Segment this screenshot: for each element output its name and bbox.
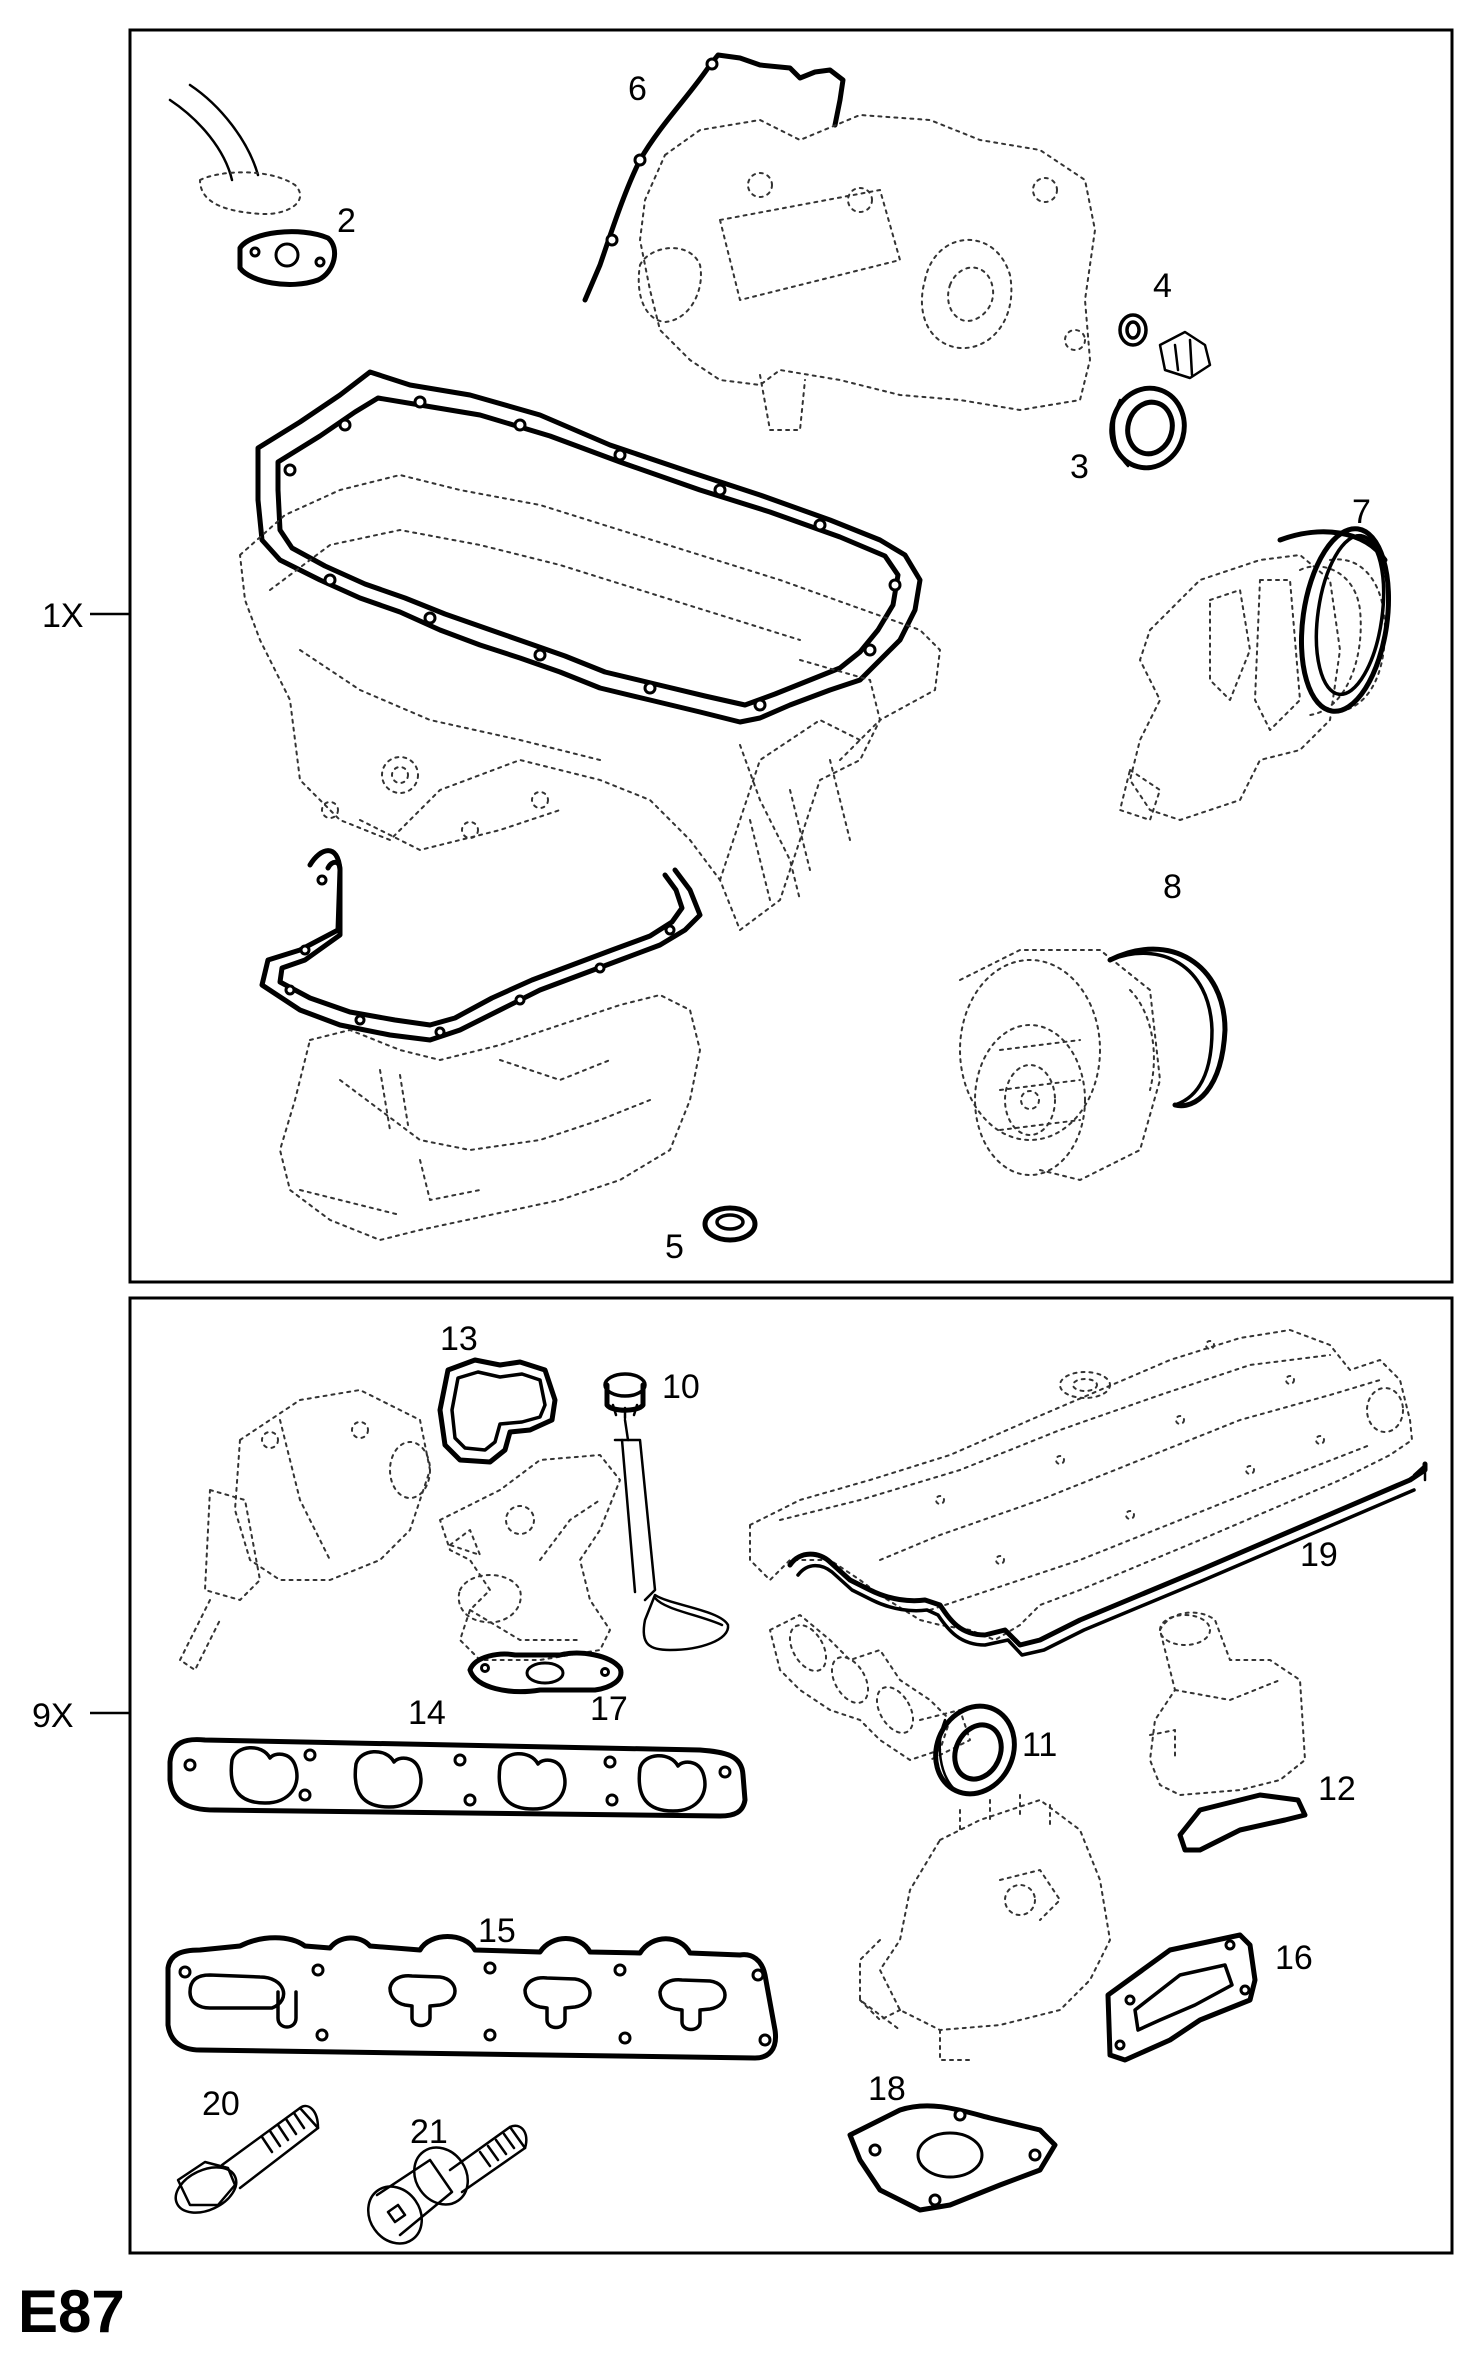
- callout-4: 4: [1153, 267, 1172, 305]
- upper-kit-frame: [128, 28, 1454, 1284]
- callout-5: 5: [665, 1228, 684, 1266]
- camshaft-seal-11: [933, 1703, 1017, 1797]
- callout-8: 8: [1163, 868, 1182, 906]
- oil-pan-lower-gasket: [259, 848, 703, 1043]
- group-label-upper: 1X: [42, 597, 84, 635]
- water-pump-o-ring-8: [1107, 946, 1228, 1109]
- callout-15: 15: [478, 1912, 516, 1950]
- timing-cover-gasket-6: [582, 52, 846, 303]
- thermostat-gasket-13: [437, 1357, 558, 1465]
- flange-gasket-18: [847, 2103, 1058, 2213]
- callout-3: 3: [1070, 448, 1089, 486]
- ignition-module-context: [859, 1794, 1111, 2061]
- crankshaft-context: [1119, 554, 1386, 821]
- water-outlet-context: [1149, 1611, 1306, 1796]
- drain-seal-ring-5: [702, 1205, 758, 1243]
- valve-stem-seal-10: [603, 1372, 647, 1420]
- callout-20: 20: [202, 2085, 240, 2123]
- lower-kit-frame: [128, 1296, 1454, 2255]
- exhaust-pipe-context: [168, 83, 302, 216]
- callout-19: 19: [1300, 1536, 1338, 1574]
- callout-7: 7: [1352, 493, 1371, 531]
- camshaft-cover-context: [749, 1329, 1413, 1641]
- oil-pan-upper-context: [239, 474, 941, 931]
- callout-17: 17: [590, 1690, 628, 1728]
- callout-11: 11: [1022, 1726, 1057, 1764]
- seal-ring-4: [1118, 313, 1148, 347]
- callout-14: 14: [408, 1694, 446, 1732]
- callout-16: 16: [1275, 1939, 1313, 1977]
- oil-pump-housing-context: [637, 114, 1096, 431]
- egr-valve-context: [439, 1454, 621, 1661]
- callout-12: 12: [1318, 1770, 1356, 1808]
- oil-pan-upper-gasket: [255, 369, 923, 725]
- callout-6: 6: [628, 70, 647, 108]
- hex-flange-bolt-20: [174, 2104, 320, 2214]
- oil-sump-context: [279, 994, 701, 1241]
- intake-manifold-gasket-14: [167, 1737, 748, 1819]
- exhaust-manifold-gasket-15: [165, 1934, 779, 2061]
- ignition-module-gasket-16: [1105, 1932, 1258, 2063]
- camshaft-context: [769, 1614, 971, 1761]
- pipe-flange-gasket-2: [237, 229, 338, 287]
- water-outlet-gasket-12: [1177, 1792, 1308, 1853]
- egr-gasket-17: [467, 1650, 624, 1695]
- crankshaft-seal-7: [1277, 526, 1392, 714]
- callout-21: 21: [410, 2113, 448, 2151]
- socket-cap-screw-21: [367, 2124, 528, 2245]
- valve-context: [613, 1418, 730, 1652]
- callout-18: 18: [868, 2070, 906, 2108]
- camshaft-cover-gasket-19: [787, 1461, 1428, 1657]
- water-pump-context: [959, 949, 1161, 1181]
- drain-plug-context: [1158, 330, 1212, 380]
- callout-2: 2: [337, 202, 356, 240]
- callout-10: 10: [662, 1368, 700, 1406]
- thermostat-housing-context: [179, 1389, 431, 1671]
- callout-13: 13: [440, 1320, 478, 1358]
- page-code: E87: [18, 2278, 125, 2345]
- group-label-lower: 9X: [32, 1697, 74, 1735]
- shaft-seal-3: [1109, 385, 1187, 471]
